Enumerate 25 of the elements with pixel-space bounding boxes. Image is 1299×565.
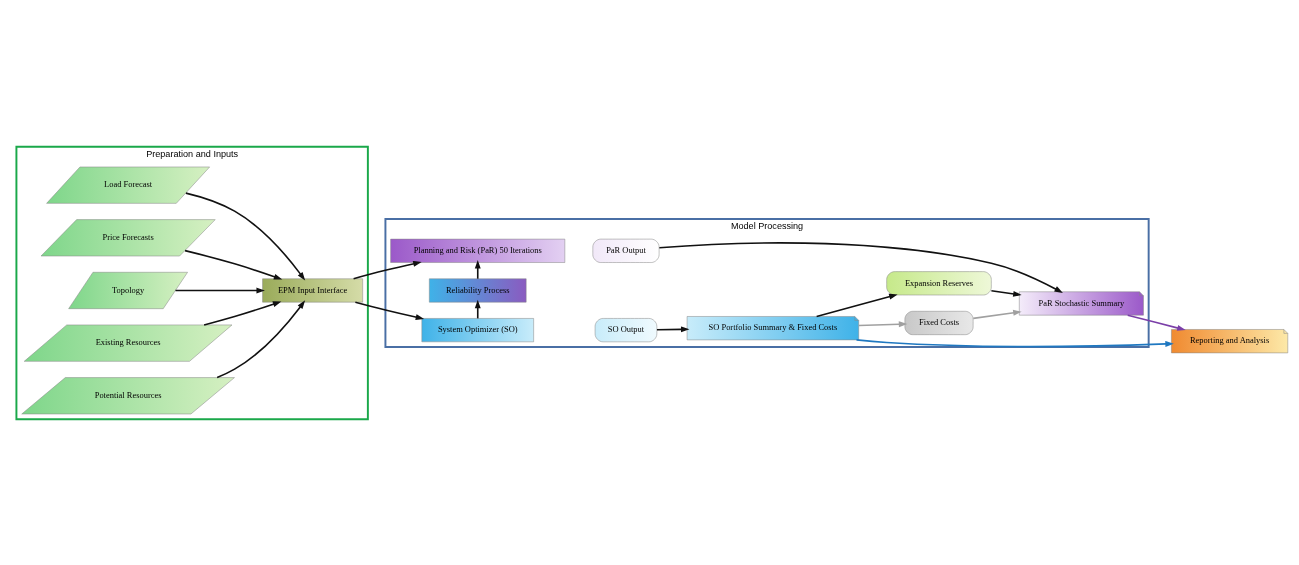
arrow — [174, 287, 265, 293]
node-box: Expansion Reserves — [886, 270, 992, 295]
arrow — [474, 299, 481, 319]
arrow — [1126, 313, 1186, 331]
node-box: PaR Output — [592, 238, 660, 263]
arrow — [354, 300, 425, 320]
arrow — [184, 249, 283, 280]
arrow — [990, 289, 1022, 297]
arrow — [656, 325, 690, 332]
arrow — [216, 299, 306, 378]
arrow — [352, 260, 422, 280]
node-box: SO Output — [594, 317, 658, 342]
node-box: Reliability Process — [429, 278, 527, 302]
arrow — [815, 293, 898, 317]
arrow — [972, 309, 1022, 319]
arrow — [855, 338, 1174, 347]
arrow — [203, 300, 282, 326]
arrow — [858, 320, 908, 327]
arrow — [474, 259, 481, 279]
node-box: Fixed Costs — [904, 310, 974, 335]
arrow — [185, 191, 306, 280]
node-box: Planning and Risk (PaR) 50 Iterations — [390, 238, 566, 263]
node-box: System Optimizer (SO) — [421, 317, 534, 342]
node-box: EPM Input Interface — [262, 278, 363, 302]
arrow — [658, 241, 1063, 293]
